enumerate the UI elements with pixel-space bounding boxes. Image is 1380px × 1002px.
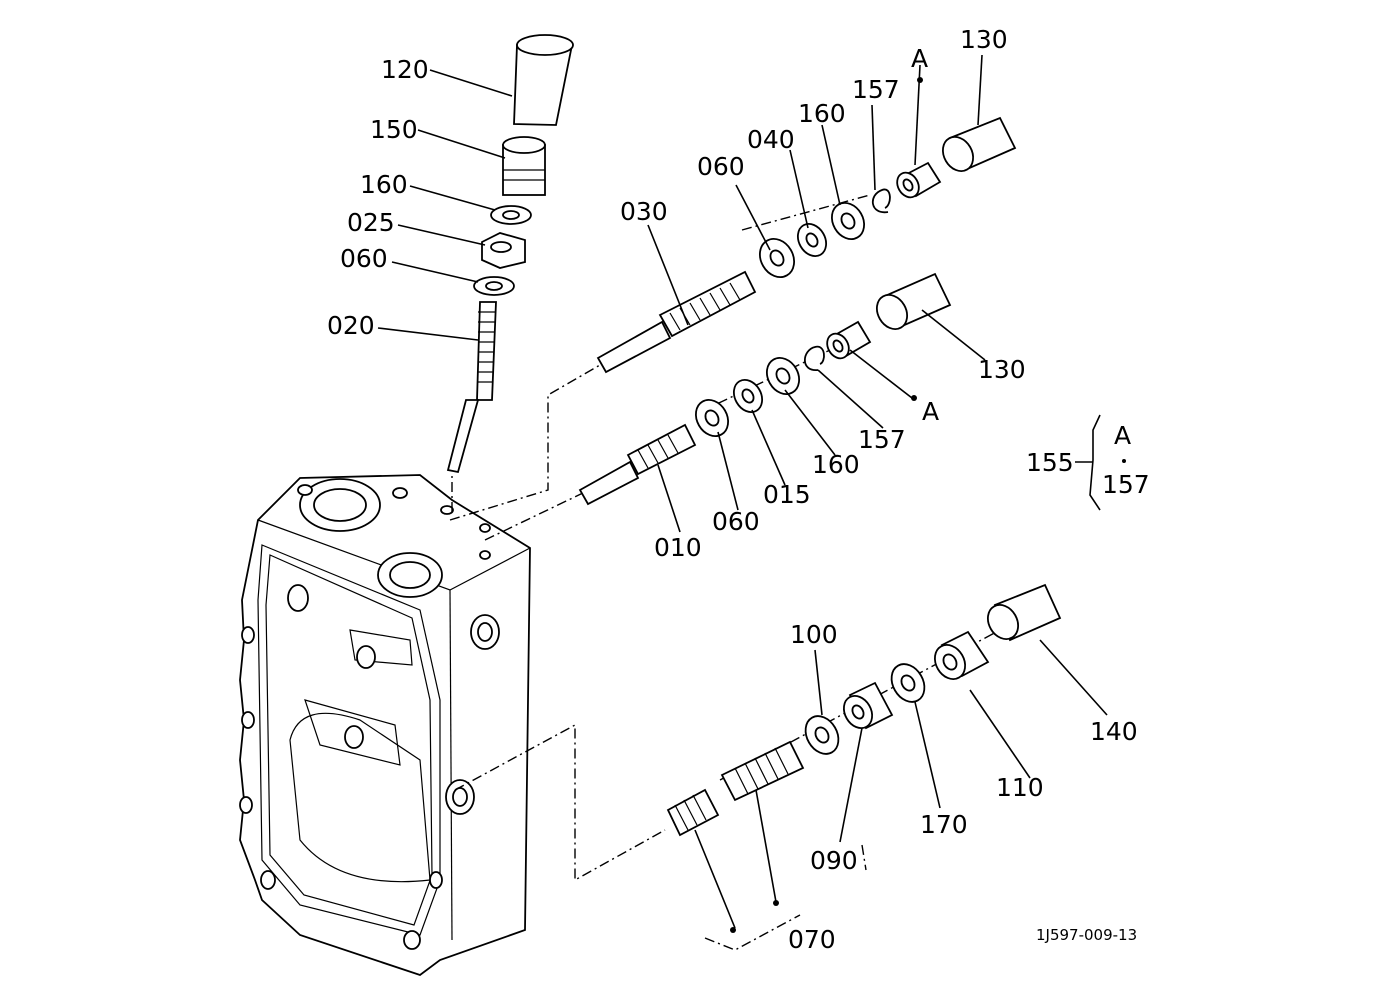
part-060-washer-left xyxy=(473,276,515,296)
label-020: 020 xyxy=(327,311,375,340)
label-120: 120 xyxy=(381,55,429,84)
part-170-washer xyxy=(890,663,926,703)
part-a-plug-mid xyxy=(826,320,872,360)
part-160-washer-top xyxy=(831,202,865,240)
part-040-nut xyxy=(796,223,828,257)
label-090: 090 xyxy=(810,846,858,875)
label-150: 150 xyxy=(370,115,418,144)
part-157-snap-ring-top xyxy=(872,188,891,214)
part-025-nut xyxy=(481,232,526,269)
part-015-nut xyxy=(732,379,764,413)
label-157-mid: 157 xyxy=(858,425,906,454)
label-a-top: A xyxy=(911,44,928,73)
drawing-reference: 1J597-009-13 xyxy=(1036,926,1137,944)
label-060-top: 060 xyxy=(697,152,745,181)
part-160-washer-left xyxy=(490,205,532,225)
label-030: 030 xyxy=(620,197,668,226)
part-020-adjust-screw xyxy=(446,301,497,474)
label-170: 170 xyxy=(920,810,968,839)
label-110: 110 xyxy=(996,773,1044,802)
label-130-top: 130 xyxy=(960,25,1008,54)
part-160-washer-mid xyxy=(766,357,800,395)
part-150-plug xyxy=(502,136,546,196)
label-160-left: 160 xyxy=(360,170,408,199)
label-025: 025 xyxy=(347,208,395,237)
label-060-mid: 060 xyxy=(712,507,760,536)
label-070: 070 xyxy=(788,925,836,954)
part-090-collar xyxy=(842,681,894,730)
label-130-mid: 130 xyxy=(978,355,1026,384)
callout-labels: 120 150 160 025 060 020 030 060 040 160 … xyxy=(327,25,1150,954)
label-a-mid: A xyxy=(922,397,939,426)
part-030-adjust-screw xyxy=(596,270,757,374)
label-140: 140 xyxy=(1090,717,1138,746)
label-040: 040 xyxy=(747,125,795,154)
part-010-adjust-screw xyxy=(578,423,697,506)
part-110-seat xyxy=(934,630,990,680)
label-160-mid: 160 xyxy=(812,450,860,479)
part-060-washer-top xyxy=(759,238,795,278)
label-155: 155 xyxy=(1026,448,1074,477)
label-010: 010 xyxy=(654,533,702,562)
part-130-sleeve-top xyxy=(942,116,1017,172)
label-157-set: 157 xyxy=(1102,470,1150,499)
part-157-snap-ring-mid xyxy=(803,345,825,371)
label-157-top: 157 xyxy=(852,75,900,104)
part-060-washer-mid xyxy=(695,399,729,437)
valve-housing xyxy=(239,474,531,977)
label-015: 015 xyxy=(763,480,811,509)
label-100: 100 xyxy=(790,620,838,649)
part-120-cap xyxy=(513,34,574,126)
label-160-top: 160 xyxy=(798,99,846,128)
label-a-set: A xyxy=(1114,421,1131,450)
label-060-left: 060 xyxy=(340,244,388,273)
part-140-sleeve xyxy=(987,583,1062,642)
part-a-plug-top xyxy=(896,161,942,199)
part-100-washer xyxy=(804,715,840,755)
leader-dots xyxy=(730,77,1126,933)
part-130-sleeve-mid xyxy=(876,272,952,330)
part-070-spring xyxy=(666,740,805,837)
